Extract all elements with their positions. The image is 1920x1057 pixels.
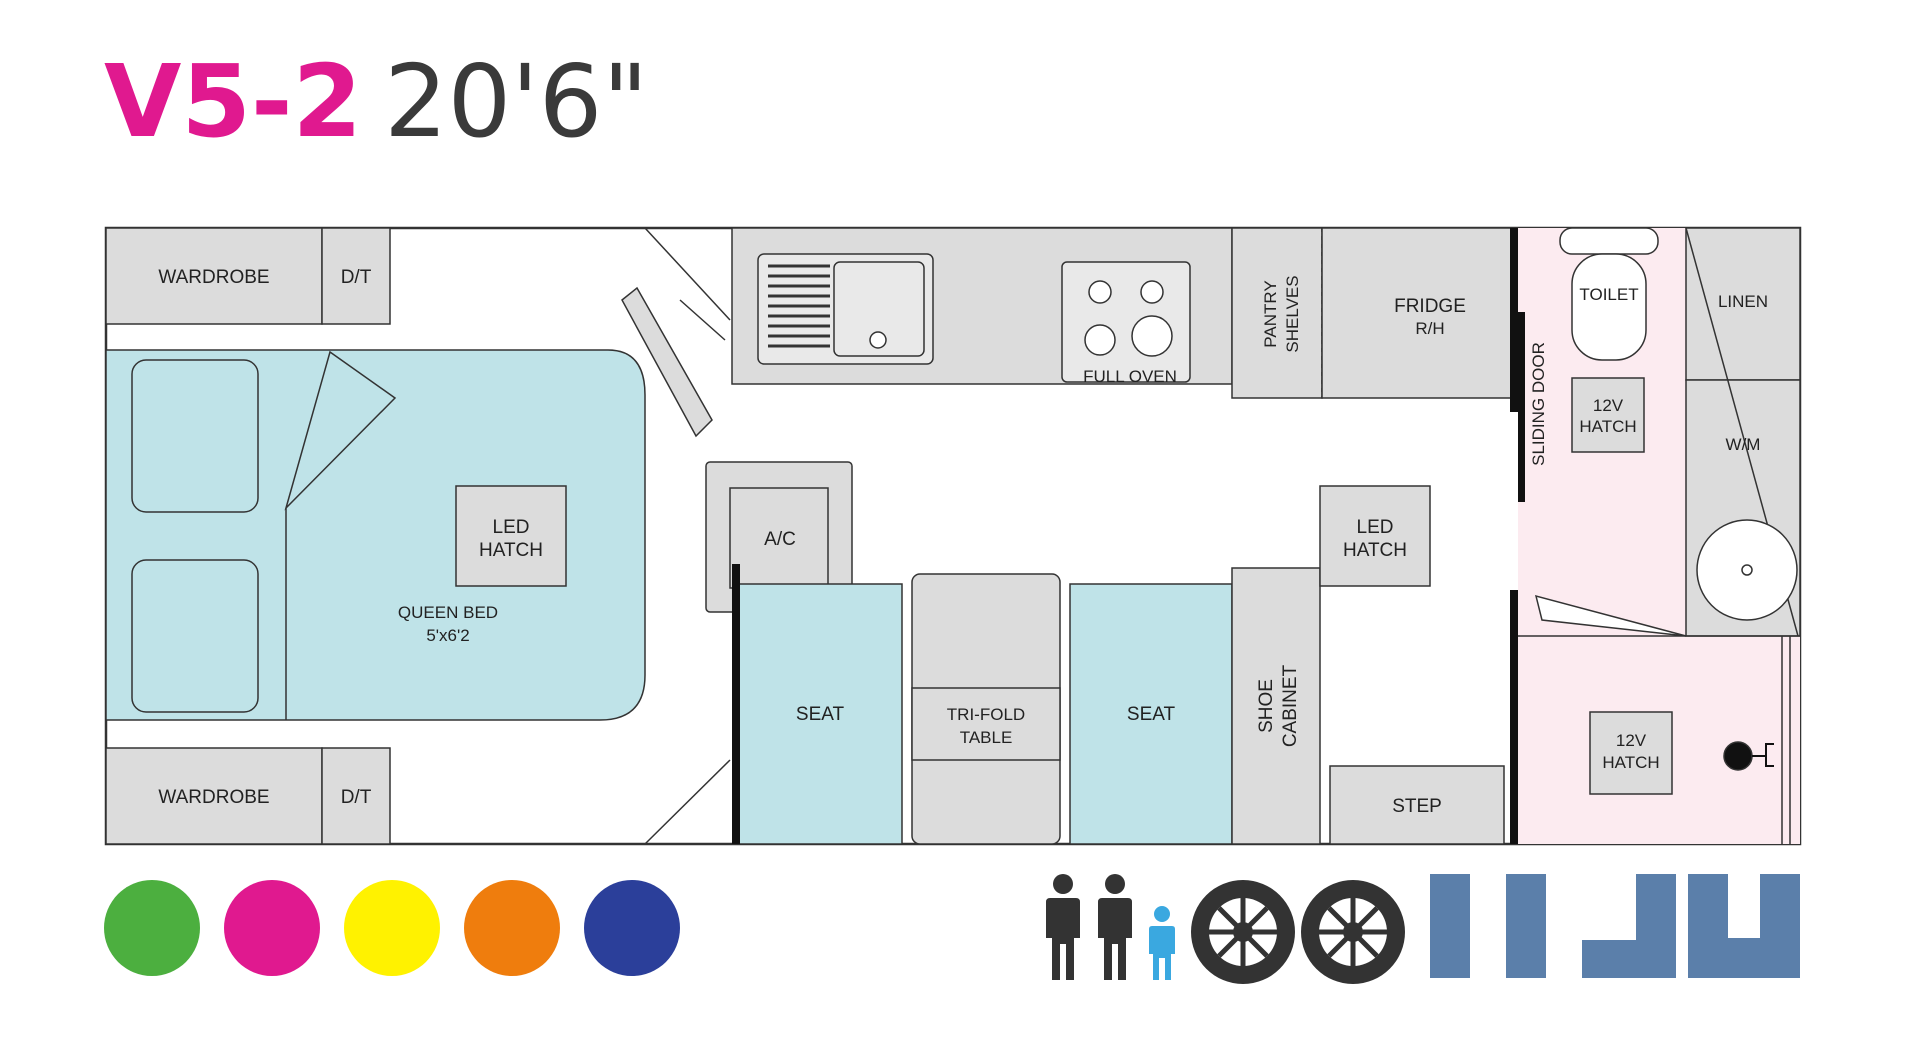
label-linen: LINEN <box>1718 292 1768 311</box>
led-hatch-bed <box>455 485 567 587</box>
label-full-oven: FULL OVEN <box>1083 367 1177 386</box>
cooktop <box>1061 261 1191 383</box>
colour-swatch-orange[interactable] <box>464 880 560 976</box>
colour-swatch-yellow[interactable] <box>344 880 440 976</box>
entry-door <box>621 286 713 438</box>
model-length: 20'6" <box>384 43 649 160</box>
label-seat-right: SEAT <box>1127 704 1176 725</box>
dt-top <box>321 227 391 325</box>
toilet-cistern <box>1559 227 1659 255</box>
hatch-12v-shower <box>1589 711 1673 795</box>
label-pantry: PANTRY <box>1261 280 1280 347</box>
wardrobe-bottom <box>105 747 323 845</box>
pillow-bottom <box>131 559 259 713</box>
pantry-shelves <box>1231 227 1323 399</box>
child-person-icon <box>1149 906 1175 980</box>
label-wm: W/M <box>1726 435 1761 454</box>
label-led-hatch-right-2: HATCH <box>1343 540 1407 561</box>
colour-swatch-pink[interactable] <box>224 880 320 976</box>
seat-left <box>737 583 903 845</box>
label-led-hatch-right-1: LED <box>1357 517 1394 538</box>
feature-icons <box>1046 874 1800 984</box>
linen-cupboard <box>1685 227 1801 381</box>
label-step: STEP <box>1392 796 1442 817</box>
label-shoe: SHOE <box>1256 679 1277 733</box>
adult-person-icon <box>1098 874 1132 980</box>
label-12v-toilet-1: 12V <box>1593 396 1624 415</box>
toilet <box>1571 253 1647 361</box>
partition-fridge <box>1510 228 1518 412</box>
bed-fold <box>284 350 397 511</box>
model-name: V5-2 <box>104 43 363 160</box>
label-cabinet: CABINET <box>1280 664 1301 747</box>
shower-head <box>1723 741 1753 771</box>
hatch-12v-toilet <box>1571 377 1645 453</box>
step <box>1329 765 1505 845</box>
label-queen-bed: QUEEN BED <box>398 603 498 622</box>
label-led-hatch-bed-1: LED <box>493 517 530 538</box>
fridge <box>1321 227 1513 399</box>
label-dt-top: D/T <box>341 267 372 288</box>
label-seat-left: SEAT <box>796 704 845 725</box>
tyre-icon <box>1301 880 1405 984</box>
label-trifold: TRI-FOLD <box>947 705 1025 724</box>
led-hatch-right <box>1319 485 1431 587</box>
label-ac: A/C <box>764 529 796 550</box>
seat-layout-icon <box>1688 874 1800 978</box>
tyre-icon <box>1191 880 1295 984</box>
pillow-top <box>131 359 259 513</box>
seat-layout-icon <box>1506 874 1546 978</box>
label-12v-toilet-2: HATCH <box>1579 417 1636 436</box>
label-dt-bottom: D/T <box>341 787 372 808</box>
seat-layout-icon <box>1582 874 1676 978</box>
label-wardrobe-bottom: WARDROBE <box>158 787 269 808</box>
partition-ensuite <box>1510 590 1518 844</box>
colour-swatch-blue[interactable] <box>584 880 680 976</box>
label-led-hatch-bed-2: HATCH <box>479 540 543 561</box>
colour-options <box>104 880 680 976</box>
label-fridge-rh: R/H <box>1415 319 1444 338</box>
colour-swatch-green[interactable] <box>104 880 200 976</box>
seat-layout-icon <box>1430 874 1470 978</box>
label-bed-size: 5'x6'2 <box>426 626 469 645</box>
shoe-cabinet <box>1231 567 1321 845</box>
label-fridge: FRIDGE <box>1394 296 1466 317</box>
ensuite-door <box>1534 594 1687 637</box>
label-toilet: TOILET <box>1579 285 1638 304</box>
label-shelves: SHELVES <box>1283 275 1302 352</box>
adult-person-icon <box>1046 874 1080 980</box>
label-12v-shower-1: 12V <box>1616 731 1647 750</box>
label-12v-shower-2: HATCH <box>1602 753 1659 772</box>
partition-left <box>732 564 740 844</box>
seat-right <box>1069 583 1233 845</box>
label-sliding-door: SLIDING DOOR <box>1529 342 1548 466</box>
sliding-door-track <box>1518 312 1525 502</box>
dt-bottom <box>321 747 391 845</box>
label-table: TABLE <box>960 728 1013 747</box>
label-wardrobe-top: WARDROBE <box>158 267 269 288</box>
